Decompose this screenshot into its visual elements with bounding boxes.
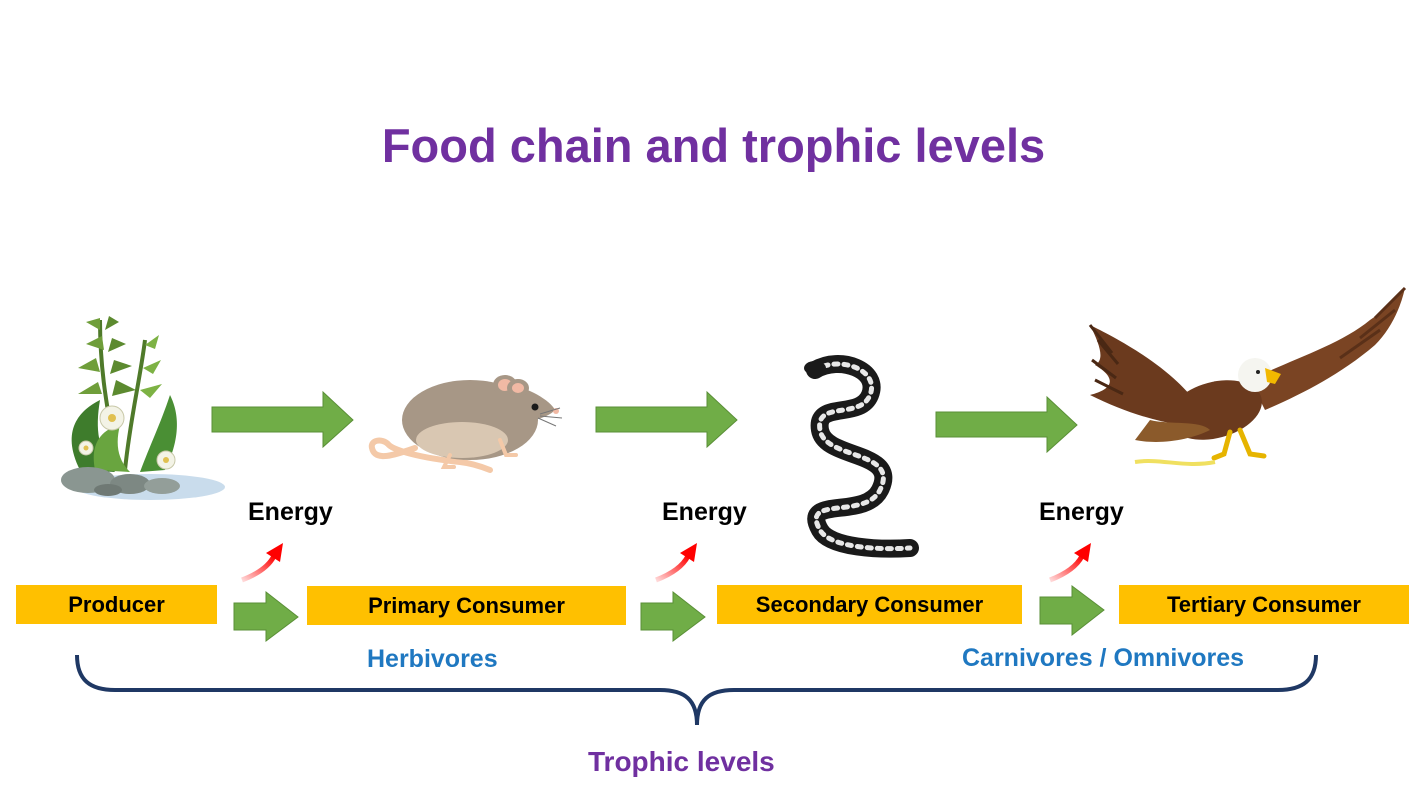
energy-label: Energy: [1039, 498, 1124, 526]
flow-arrow-icon: [233, 585, 1105, 642]
carnivores-label: Carnivores / Omnivores: [962, 644, 1245, 672]
plant-icon: [61, 316, 225, 500]
trophic-levels-label: Trophic levels: [588, 746, 775, 777]
level-box-secondary-consumer: Secondary Consumer: [717, 585, 1022, 624]
level-box-producer: Producer: [16, 585, 217, 624]
mouse-icon: [368, 375, 563, 473]
eagle-icon: [1088, 286, 1407, 466]
energy-label: Energy: [662, 498, 747, 526]
energy-arrow-icon: [241, 543, 1091, 583]
energy-label: Energy: [248, 498, 333, 526]
page-title: Food chain and trophic levels: [381, 119, 1046, 172]
level-box-primary-consumer: Primary Consumer: [307, 586, 626, 625]
herbivores-label: Herbivores: [367, 645, 498, 673]
trophic-bracket: [75, 654, 1318, 726]
level-box-tertiary-consumer: Tertiary Consumer: [1119, 585, 1409, 624]
flow-arrow-icon: [211, 390, 1078, 454]
snake-icon: [804, 355, 919, 558]
